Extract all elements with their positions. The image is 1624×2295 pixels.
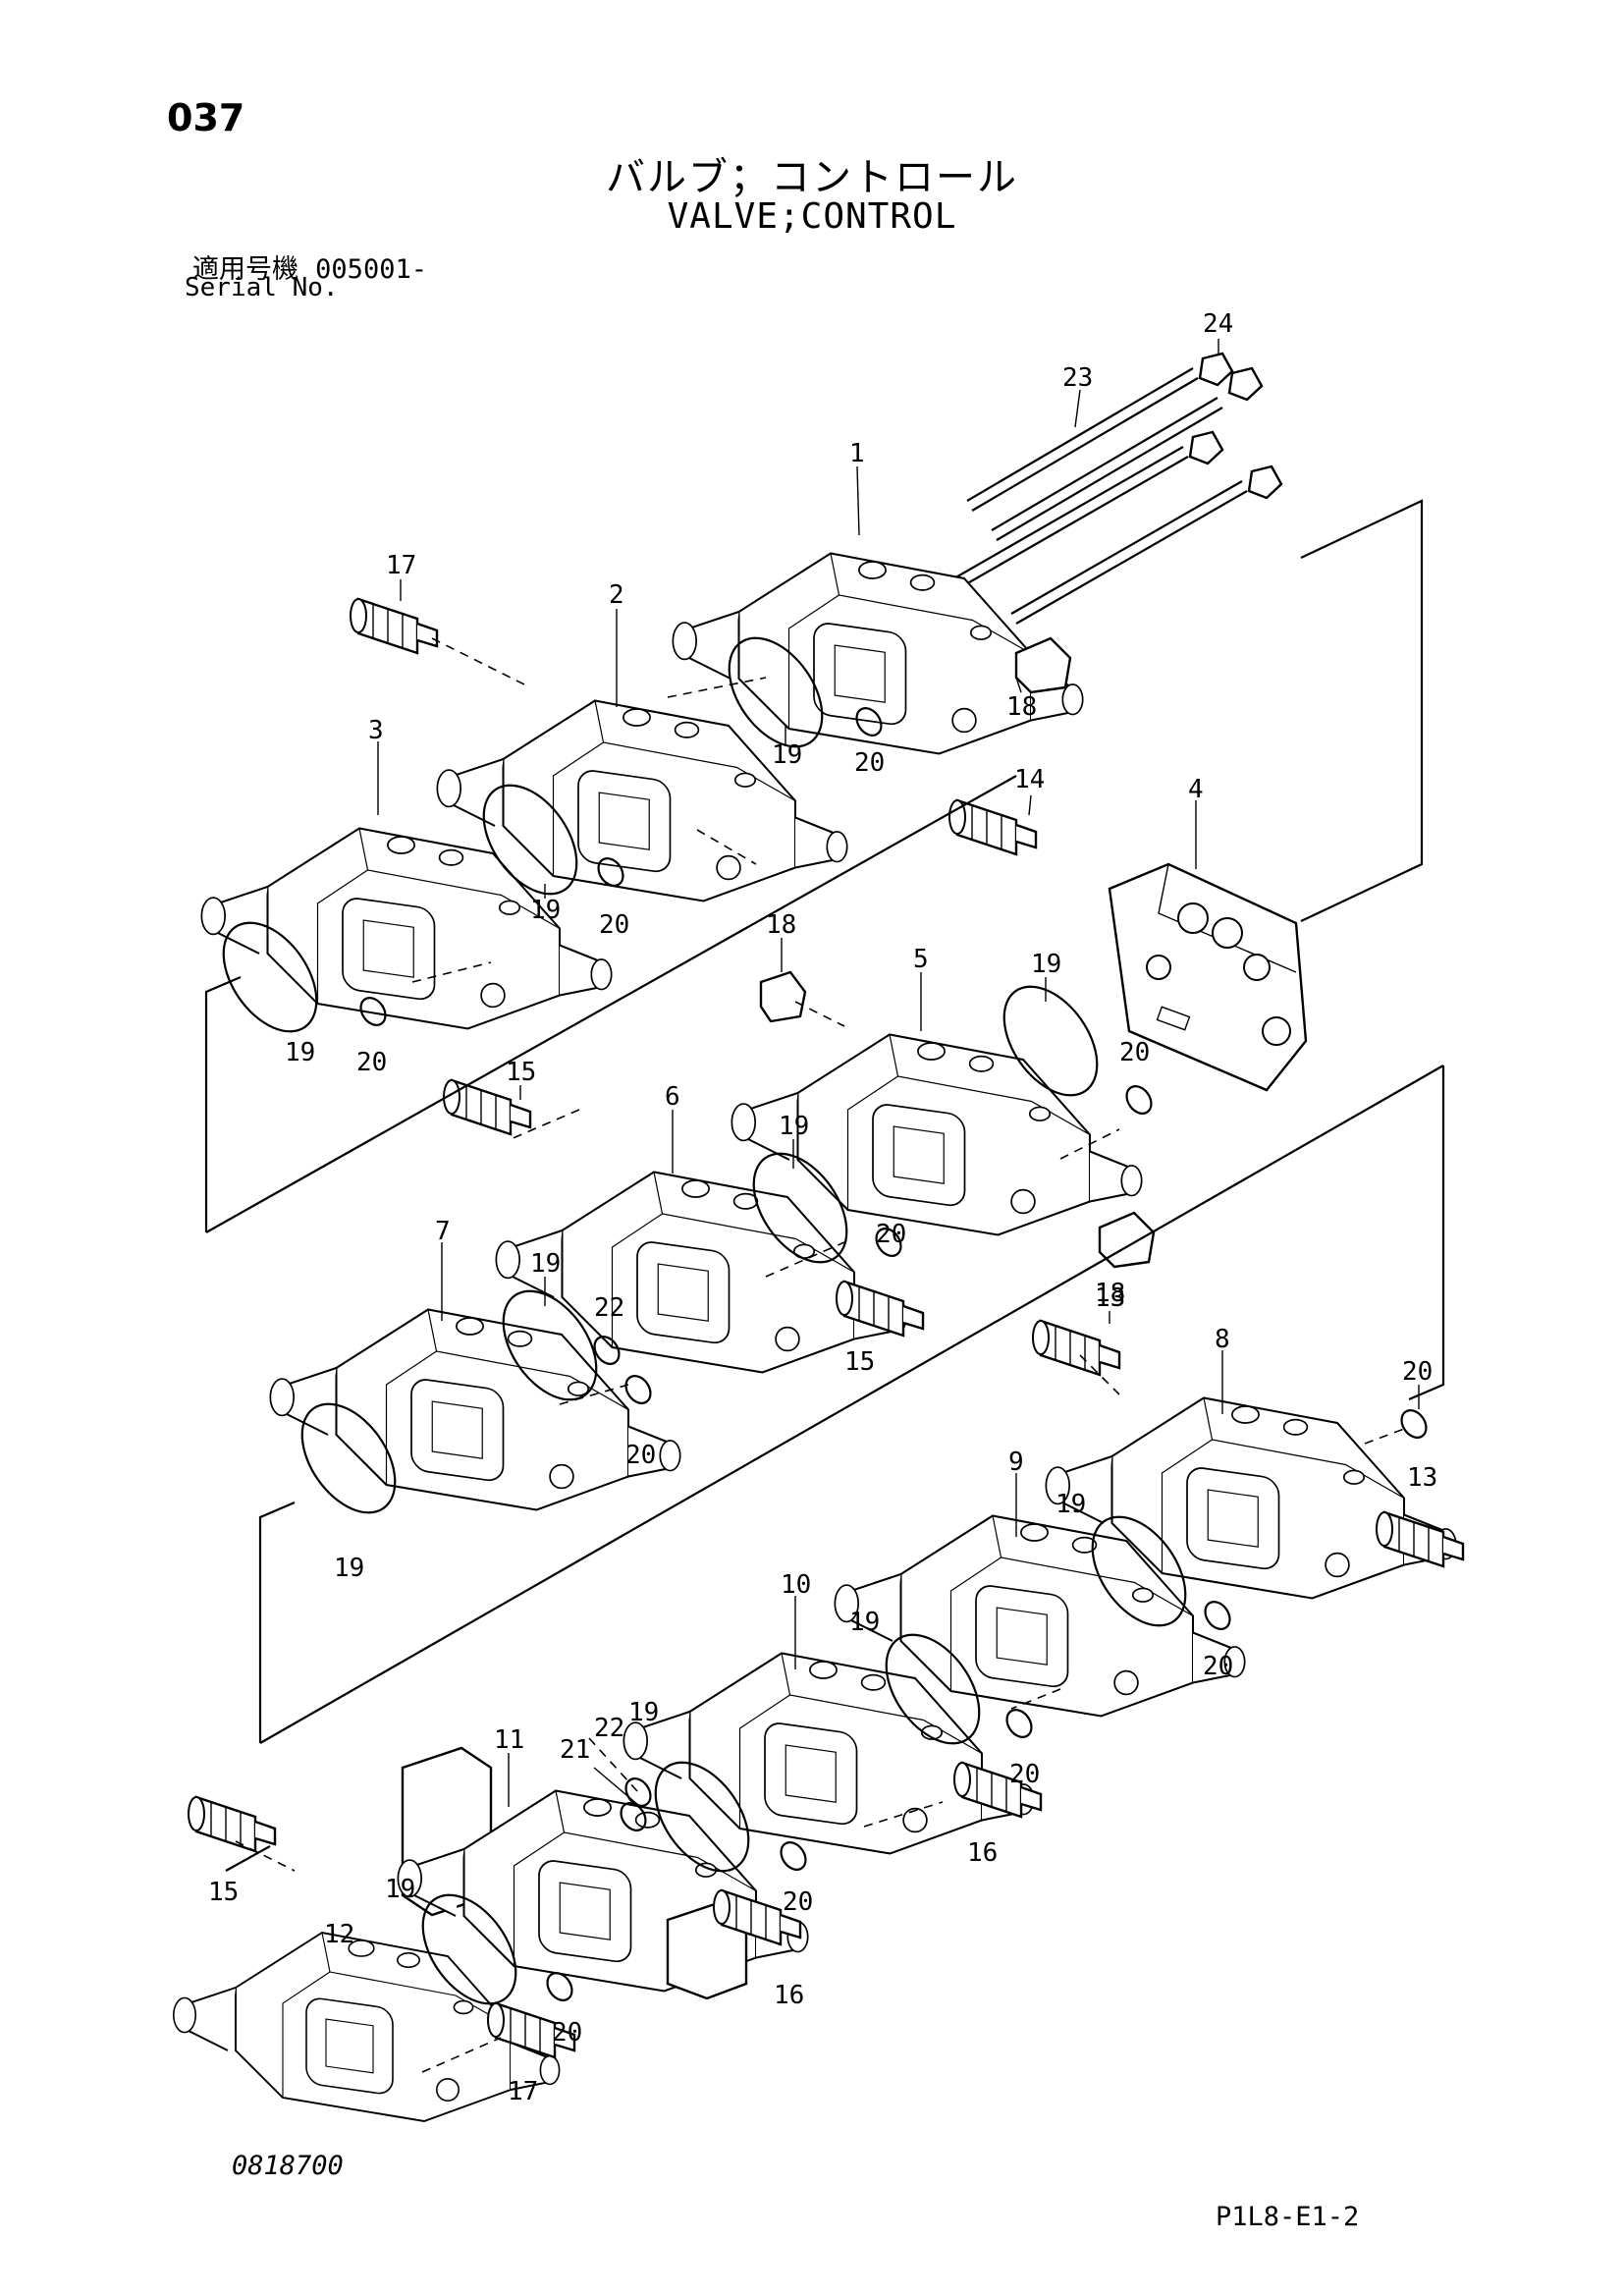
- callout-22: 22: [594, 1714, 624, 1743]
- callout-18: 18: [766, 910, 796, 940]
- plug-18c: [1098, 1211, 1156, 1269]
- relief-valve-15c: [187, 1795, 277, 1853]
- callout-20: 20: [783, 1887, 813, 1917]
- callout-5: 5: [913, 945, 929, 974]
- callout-18: 18: [1006, 692, 1037, 722]
- callout-20: 20: [876, 1220, 906, 1249]
- callout-20: 20: [552, 2018, 582, 2048]
- callout-16: 16: [967, 1838, 998, 1868]
- assembly-frame-lines: [204, 499, 1445, 1872]
- relief-valve-17a: [349, 597, 439, 655]
- serial-line: 適用号機 005001-: [192, 247, 427, 286]
- callout-20: 20: [1009, 1760, 1040, 1789]
- callout-6: 6: [665, 1082, 680, 1112]
- callout-18: 18: [1095, 1279, 1125, 1308]
- callout-1: 1: [849, 439, 865, 468]
- callout-16: 16: [774, 1981, 804, 2010]
- callout-24: 24: [1203, 309, 1233, 339]
- callout-8: 8: [1215, 1325, 1230, 1354]
- relief-valve-15a: [442, 1078, 532, 1136]
- alignment-lines: [235, 637, 1405, 2073]
- callout-19: 19: [779, 1112, 809, 1141]
- callout-15: 15: [208, 1878, 239, 1907]
- callout-2: 2: [609, 580, 624, 610]
- callout-19: 19: [628, 1698, 659, 1727]
- callout-20: 20: [854, 748, 885, 778]
- callout-17: 17: [386, 551, 416, 580]
- callout-17: 17: [508, 2077, 538, 2106]
- callout-19: 19: [1031, 950, 1061, 979]
- callout-19: 19: [385, 1875, 415, 1904]
- callout-20: 20: [599, 910, 629, 940]
- callout-20: 20: [356, 1048, 387, 1077]
- callout-21: 21: [560, 1735, 590, 1765]
- callout-20: 20: [1203, 1652, 1233, 1681]
- callout-4: 4: [1188, 775, 1204, 804]
- callout-20: 20: [1119, 1038, 1150, 1067]
- callout-19: 19: [334, 1554, 364, 1583]
- callout-7: 7: [435, 1217, 451, 1246]
- callout-9: 9: [1008, 1448, 1024, 1477]
- callout-10: 10: [781, 1570, 811, 1600]
- callout-19: 19: [1056, 1490, 1086, 1519]
- leader-lines: [377, 339, 1420, 1807]
- callout-19: 19: [285, 1038, 315, 1067]
- callout-12: 12: [324, 1920, 354, 1949]
- title-japanese: バルブ；コントロール: [606, 155, 1018, 200]
- callout-19: 19: [772, 740, 802, 770]
- callout-20: 20: [625, 1441, 656, 1470]
- callout-19: 19: [849, 1608, 880, 1637]
- callout-22: 22: [594, 1293, 624, 1323]
- title-english: VALVE;CONTROL: [667, 196, 957, 237]
- relief-valve-14: [947, 798, 1038, 856]
- callout-13: 13: [1095, 1284, 1125, 1313]
- tie-rods: [951, 352, 1283, 625]
- drawing-number: 0818700: [232, 2151, 344, 2181]
- callout-11: 11: [494, 1725, 524, 1755]
- callout-15: 15: [844, 1347, 875, 1377]
- plug-18b: [759, 970, 807, 1023]
- callout-labels: 24 23 1 17 2 18 19 20 3 19 20 14 4 19 20…: [208, 309, 1437, 2106]
- valve-section-11: [397, 1746, 809, 2000]
- callout-19: 19: [530, 896, 561, 925]
- serial-label-en: Serial No.: [185, 273, 339, 302]
- callout-13: 13: [1407, 1463, 1437, 1493]
- serial-label-jp: 適用号機: [192, 254, 298, 285]
- callout-19: 19: [530, 1249, 561, 1279]
- callout-20: 20: [1402, 1357, 1433, 1387]
- sheet-code: P1L8-E1-2: [1216, 2202, 1360, 2232]
- serial-value: 005001-: [315, 254, 427, 285]
- relief-valve-13a: [1031, 1319, 1121, 1377]
- callout-15: 15: [506, 1058, 536, 1087]
- callout-23: 23: [1062, 363, 1093, 393]
- callout-3: 3: [368, 716, 384, 745]
- page-number: 037: [167, 96, 245, 139]
- callout-14: 14: [1014, 765, 1045, 794]
- valve-block-4: [1108, 862, 1308, 1092]
